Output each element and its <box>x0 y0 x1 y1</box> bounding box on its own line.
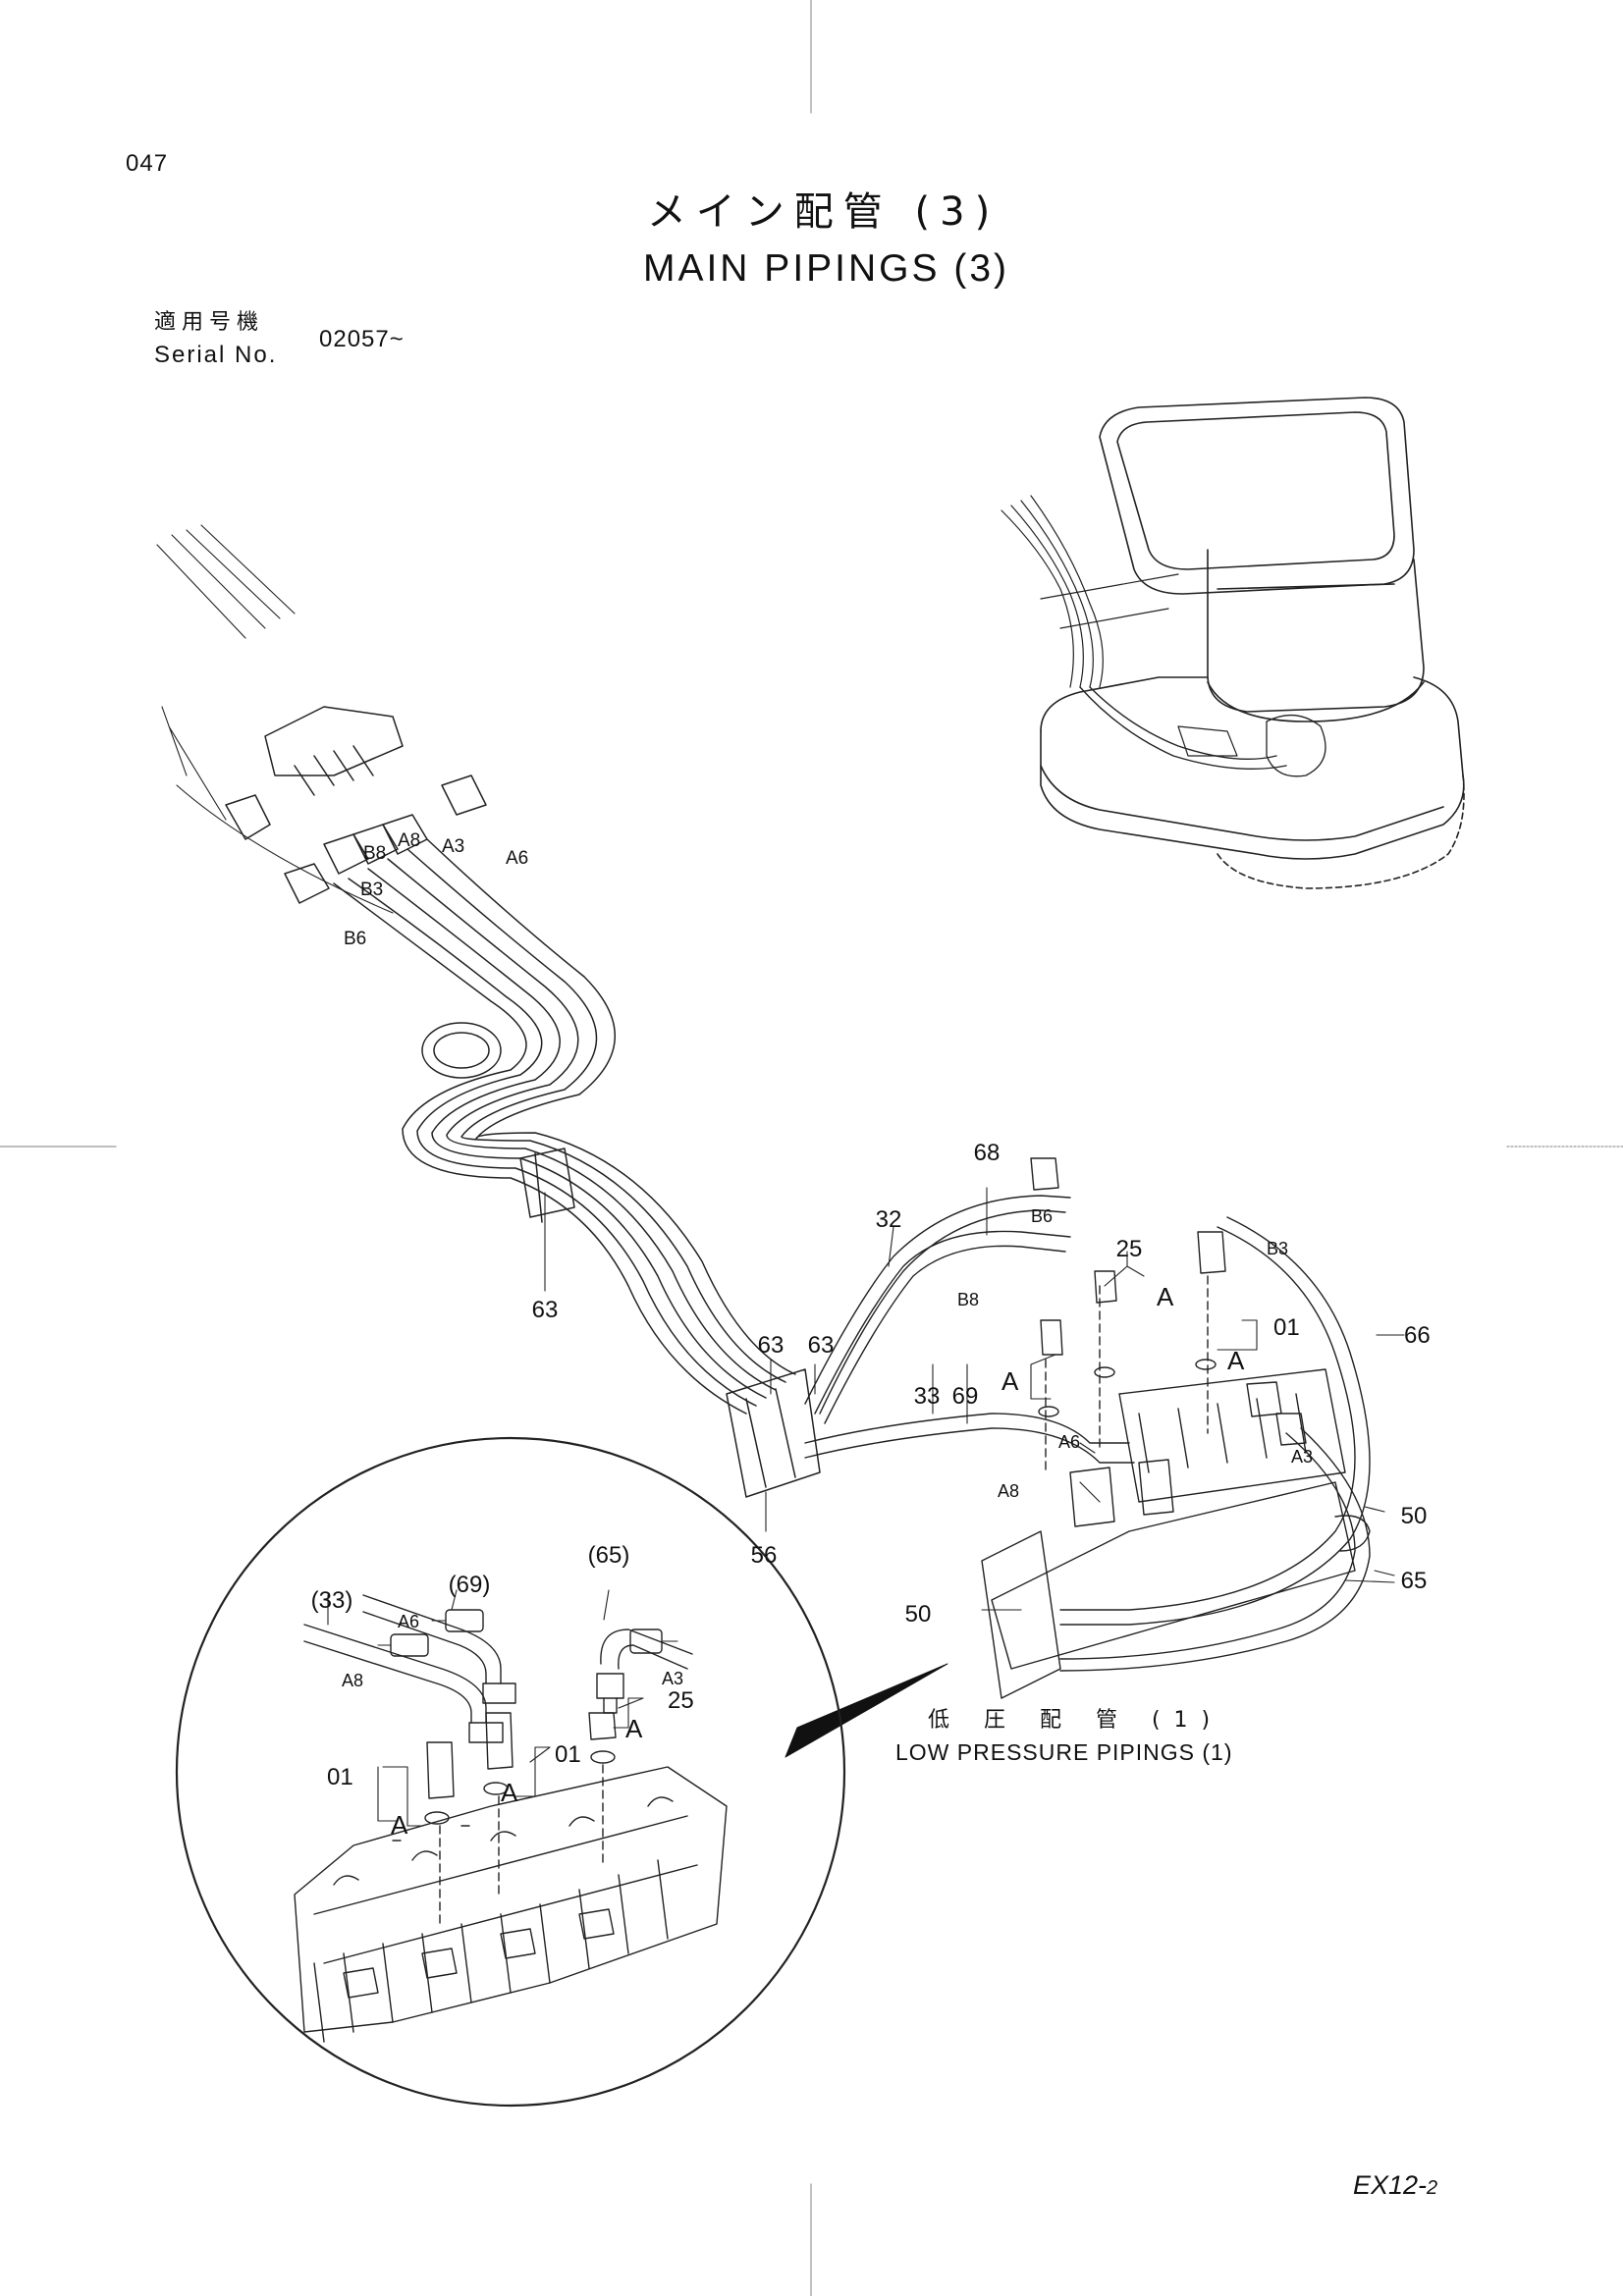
inset-part-label: (65) <box>588 1542 630 1569</box>
inset-part-label: (69) <box>449 1572 491 1598</box>
callout-leaders <box>544 1187 1405 1611</box>
part-label: 65 <box>1401 1568 1428 1594</box>
port-label: A3 <box>442 836 464 857</box>
part-label: 63 <box>532 1297 559 1323</box>
inset-part-label: (33) <box>311 1587 353 1614</box>
inset-port-label: A8 <box>342 1671 363 1690</box>
part-label: 32 <box>876 1206 902 1233</box>
detail-pointer-wedge <box>784 1663 948 1758</box>
detail-label: A <box>1227 1346 1245 1375</box>
part-label: 63 <box>808 1332 835 1359</box>
detail-label: A <box>1157 1282 1174 1311</box>
port-label: A8 <box>398 830 420 851</box>
part-label: 68 <box>974 1140 1001 1166</box>
port-label: B6 <box>1031 1206 1053 1226</box>
inset-port-label: A6 <box>398 1612 419 1631</box>
inset-detail-view <box>175 1436 846 2108</box>
detail-label: A <box>1001 1366 1019 1396</box>
inset-port-label: A3 <box>662 1669 683 1688</box>
inset-detail-label: A <box>625 1714 643 1743</box>
part-label: 50 <box>1401 1503 1428 1529</box>
serial-number-value: 02057~ <box>319 326 405 352</box>
part-label: 56 <box>751 1542 778 1569</box>
excavator-overview-illustration <box>1001 397 1465 889</box>
port-label: B8 <box>363 843 386 864</box>
sub-section-title-english: LOW PRESSURE PIPINGS (1) <box>895 1739 1233 1765</box>
port-label: A6 <box>506 848 528 869</box>
part-number-labels: 63 63 63 56 32 68 25 01 66 33 69 50 50 6… <box>532 1140 1431 1628</box>
port-label: A3 <box>1291 1447 1313 1467</box>
boom-hose-bundle <box>156 524 821 1498</box>
port-label: A8 <box>998 1481 1019 1501</box>
inset-part-label: 01 <box>555 1741 581 1768</box>
serial-label-english: Serial No. <box>154 342 278 368</box>
part-label: 33 <box>914 1383 941 1410</box>
part-label: 01 <box>1273 1314 1300 1341</box>
inset-part-label: 25 <box>668 1687 694 1714</box>
part-label: 50 <box>905 1601 932 1628</box>
port-label: B3 <box>1267 1239 1288 1258</box>
model-code-suffix: 2 <box>1427 2177 1438 2199</box>
control-valve-assembly <box>804 1157 1371 1699</box>
port-label: B8 <box>957 1290 979 1309</box>
port-label: A6 <box>1058 1432 1080 1452</box>
part-label: 63 <box>758 1332 784 1359</box>
detail-a-labels: A A A <box>1001 1282 1245 1396</box>
model-code-main: EX12- <box>1353 2170 1428 2200</box>
serial-label-japanese: 適用号機 <box>154 310 265 335</box>
inset-labels: (33) (69) (65) 25 01 01 A6 A8 A3 A A A <box>311 1542 694 1840</box>
part-label: 66 <box>1404 1322 1431 1349</box>
inset-detail-label: A <box>501 1778 518 1807</box>
sub-section-title-japanese: 低 圧 配 管 (1) <box>928 1708 1224 1733</box>
part-label: 69 <box>952 1383 979 1410</box>
port-label: B6 <box>344 929 366 949</box>
inset-detail-label: A <box>391 1810 408 1840</box>
inset-part-label: 01 <box>327 1764 353 1790</box>
page-title-english: MAIN PIPINGS (3) <box>642 247 1010 290</box>
port-labels: B8 A8 A3 A6 B3 B6 B6 B8 B3 A6 A8 A3 <box>344 830 1313 1501</box>
page-title-japanese: メイン配管 (3) <box>646 189 1001 235</box>
model-code: EX12-2 <box>1353 2172 1437 2199</box>
part-label: 25 <box>1116 1236 1143 1262</box>
port-label: B3 <box>360 880 383 900</box>
page-number: 047 <box>126 150 169 177</box>
